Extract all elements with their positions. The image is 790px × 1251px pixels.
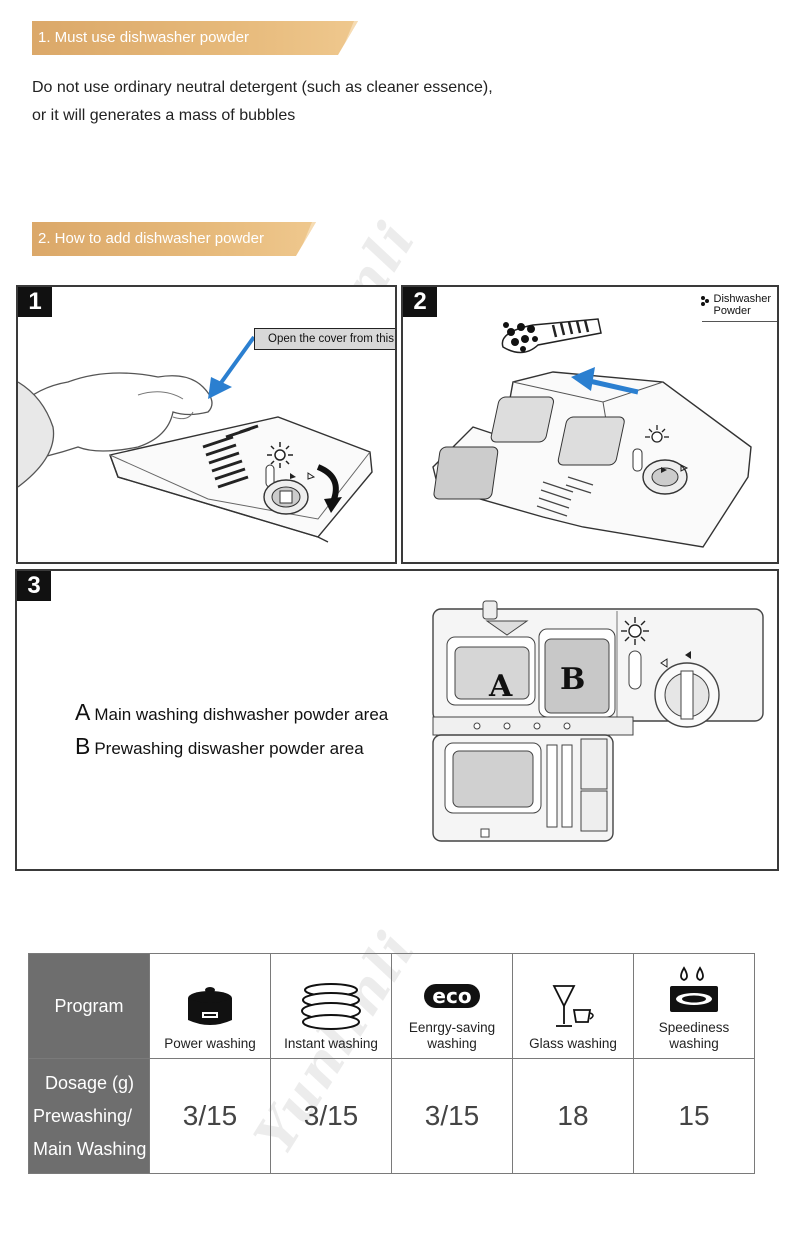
label-a: A xyxy=(488,669,513,704)
dosage-value: 18 xyxy=(512,1058,634,1174)
dosage-line-1: Dosage (g) xyxy=(45,1072,135,1093)
banner-stripe xyxy=(298,222,318,256)
legend-line-1: Dishwasher xyxy=(713,293,771,305)
program-power-washing: Power washing xyxy=(149,953,271,1059)
program-row: Program Power washing Instant washing xyxy=(28,953,755,1059)
area-a-letter: A xyxy=(75,699,91,725)
step2-panel: 2 Dishwasher Powder xyxy=(401,285,779,564)
dosage-value: 15 xyxy=(633,1058,755,1174)
step1-illustration xyxy=(18,335,373,543)
step3-illustration: A B xyxy=(432,600,764,842)
dosage-line-2: Prewashing/ xyxy=(33,1105,133,1126)
banner-stripe xyxy=(340,21,360,55)
eco-text: eco xyxy=(432,984,471,1008)
area-b-letter: B xyxy=(75,733,91,759)
step3-number: 3 xyxy=(17,571,51,601)
program-label: Instant washing xyxy=(284,1036,378,1051)
program-energy-saving-washing: eco Eenrgy-saving washing xyxy=(391,953,513,1059)
section1-banner: 1. Must use dishwasher powder xyxy=(32,21,358,55)
dosage-value: 3/15 xyxy=(391,1058,513,1174)
eco-icon: eco xyxy=(424,984,480,1008)
plates-icon xyxy=(301,983,361,1030)
label-b: B xyxy=(560,662,585,697)
speed-plate-icon xyxy=(670,966,718,1012)
program-label: Glass washing xyxy=(529,1036,617,1051)
intro-line-2: or it will generates a mass of bubbles xyxy=(32,107,296,124)
program-speediness-washing: Speediness washing xyxy=(633,953,755,1059)
step1-panel: 1 Open the cover from this xyxy=(16,285,397,564)
pot-icon xyxy=(188,987,232,1025)
dosage-value: 3/15 xyxy=(270,1058,392,1174)
powder-legend: Dishwasher Powder xyxy=(700,293,777,322)
dosage-value: 3/15 xyxy=(149,1058,271,1174)
step1-number: 1 xyxy=(18,287,52,317)
step2-number: 2 xyxy=(403,287,437,317)
powder-brush xyxy=(501,318,602,354)
intro-line-1: Do not use ordinary neutral detergent (s… xyxy=(32,79,493,96)
section1-text: Do not use ordinary neutral detergent (s… xyxy=(32,74,493,130)
program-label: Eenrgy-saving washing xyxy=(408,1020,496,1051)
area-b-text: Prewashing diswasher powder area xyxy=(94,739,364,758)
area-a-text: Main washing dishwasher powder area xyxy=(94,705,389,724)
section2-title: 2. How to add dishwasher powder xyxy=(38,230,264,247)
program-label: Power washing xyxy=(164,1036,256,1051)
glass-cup-icon xyxy=(552,985,594,1027)
legend-line-2: Powder xyxy=(713,305,751,317)
program-header: Program xyxy=(28,953,150,1059)
step1-callout: Open the cover from this xyxy=(254,328,395,350)
legend-divider xyxy=(701,321,777,322)
program-instant-washing: Instant washing xyxy=(270,953,392,1059)
powder-dots-icon xyxy=(700,296,709,306)
dosage-table: Program Power washing Instant washing xyxy=(28,953,755,1174)
dosage-line-3: Main Washing xyxy=(33,1138,147,1159)
program-glass-washing: Glass washing xyxy=(512,953,634,1059)
section2-banner: 2. How to add dishwasher powder xyxy=(32,222,316,256)
section1-title: 1. Must use dishwasher powder xyxy=(38,29,249,46)
dosage-header: Dosage (g) Prewashing/ Main Washing xyxy=(28,1058,150,1174)
program-label: Speediness washing xyxy=(658,1020,730,1051)
dosage-row: Dosage (g) Prewashing/ Main Washing 3/15… xyxy=(28,1058,755,1174)
step2-illustration xyxy=(432,318,752,548)
